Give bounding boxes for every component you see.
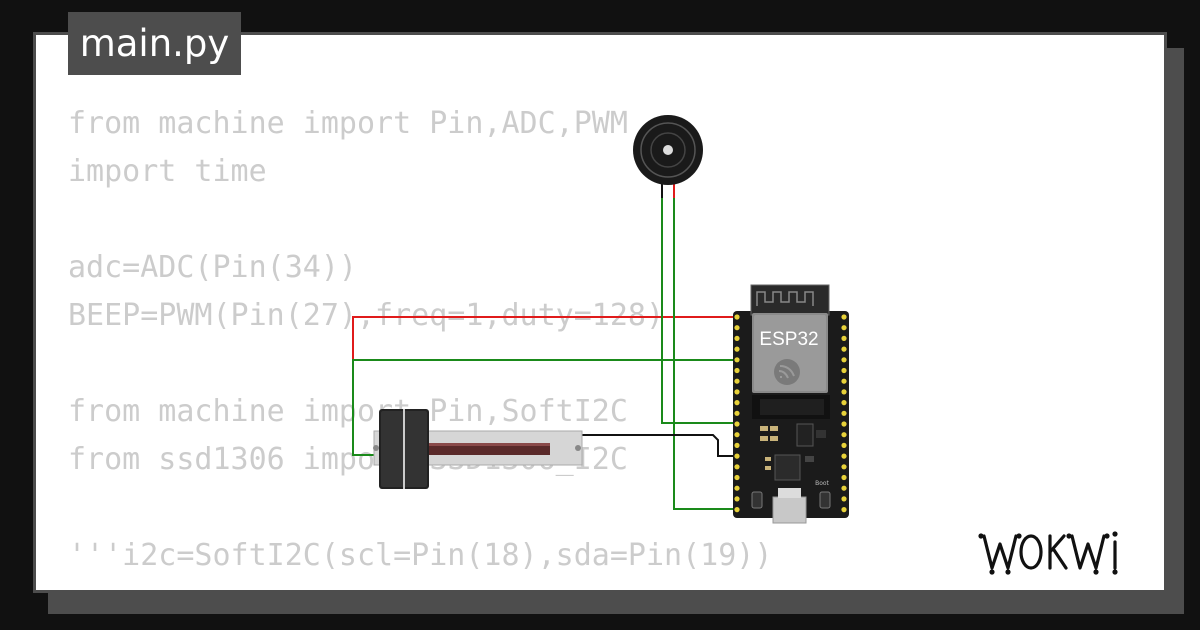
header-pin[interactable] — [841, 314, 847, 320]
wire-green-pot[interactable] — [352, 359, 737, 456]
code-line: from machine import Pin,ADC,PWM — [68, 106, 628, 141]
code-line: from machine import Pin,SoftI2C — [68, 394, 628, 429]
header-pin[interactable] — [734, 474, 740, 481]
header-pin[interactable] — [841, 335, 847, 341]
card-bottom-border — [33, 590, 1167, 593]
header-pin[interactable] — [734, 485, 740, 491]
header-pin[interactable] — [734, 442, 740, 448]
header-pin[interactable] — [734, 464, 740, 470]
header-pin[interactable] — [841, 474, 847, 481]
header-pin[interactable] — [734, 367, 740, 374]
header-pin[interactable] — [841, 357, 847, 363]
filename-tab[interactable]: main.py — [68, 12, 241, 75]
header-pin[interactable] — [734, 346, 740, 352]
header-pin[interactable] — [841, 464, 847, 470]
buzzer[interactable] — [633, 115, 703, 198]
header-pin[interactable] — [734, 314, 740, 320]
esp32-board[interactable]: ESP32 Boot — [733, 284, 849, 524]
boot-button[interactable] — [819, 491, 831, 509]
header-pin[interactable] — [841, 485, 847, 491]
header-pin[interactable] — [841, 378, 847, 384]
slider-knob[interactable] — [379, 409, 429, 489]
usb-port — [772, 496, 807, 524]
pin-headers — [734, 314, 847, 513]
header-pin[interactable] — [734, 496, 740, 502]
code-line: BEEP=PWM(Pin(27),freq=1,duty=128) — [68, 298, 665, 333]
header-pin[interactable] — [734, 325, 740, 331]
header-pin[interactable] — [734, 335, 740, 341]
wokwi-logo — [978, 531, 1118, 575]
header-pin[interactable] — [734, 389, 740, 395]
header-pin[interactable] — [734, 400, 740, 406]
header-pin[interactable] — [734, 357, 740, 363]
project-card — [33, 32, 1167, 596]
header-pin[interactable] — [734, 453, 740, 459]
header-pin[interactable] — [841, 389, 847, 395]
espressif-logo-icon — [774, 359, 800, 385]
header-pin[interactable] — [841, 367, 847, 374]
header-pin[interactable] — [734, 432, 740, 438]
header-pin[interactable] — [841, 410, 847, 416]
code-line: '''i2c=SoftI2C(scl=Pin(18),sda=Pin(19)) — [68, 538, 773, 573]
header-pin[interactable] — [841, 453, 847, 459]
header-pin[interactable] — [841, 496, 847, 502]
card-bottom-shadow — [48, 593, 1184, 614]
header-pin[interactable] — [734, 410, 740, 416]
wire-green-buzzer-2[interactable] — [673, 196, 737, 510]
header-pin[interactable] — [734, 378, 740, 384]
header-pin[interactable] — [841, 346, 847, 352]
wire-green-buzzer-1[interactable] — [661, 196, 737, 424]
header-pin[interactable] — [734, 507, 740, 513]
wires — [352, 196, 737, 510]
slide-potentiometer[interactable] — [373, 409, 583, 489]
header-pin[interactable] — [734, 421, 740, 427]
code-line: import time — [68, 154, 267, 189]
code-line: adc=ADC(Pin(34)) — [68, 250, 357, 285]
wire-black[interactable] — [580, 434, 737, 457]
en-button[interactable] — [751, 491, 763, 509]
header-pin[interactable] — [841, 400, 847, 406]
board-label: ESP32 — [759, 329, 818, 350]
header-pin[interactable] — [841, 421, 847, 427]
wire-red[interactable] — [352, 316, 737, 360]
header-pin[interactable] — [841, 442, 847, 448]
header-pin[interactable] — [841, 325, 847, 331]
header-pin[interactable] — [841, 432, 847, 438]
header-pin[interactable] — [841, 507, 847, 513]
boot-label: Boot — [815, 480, 829, 487]
